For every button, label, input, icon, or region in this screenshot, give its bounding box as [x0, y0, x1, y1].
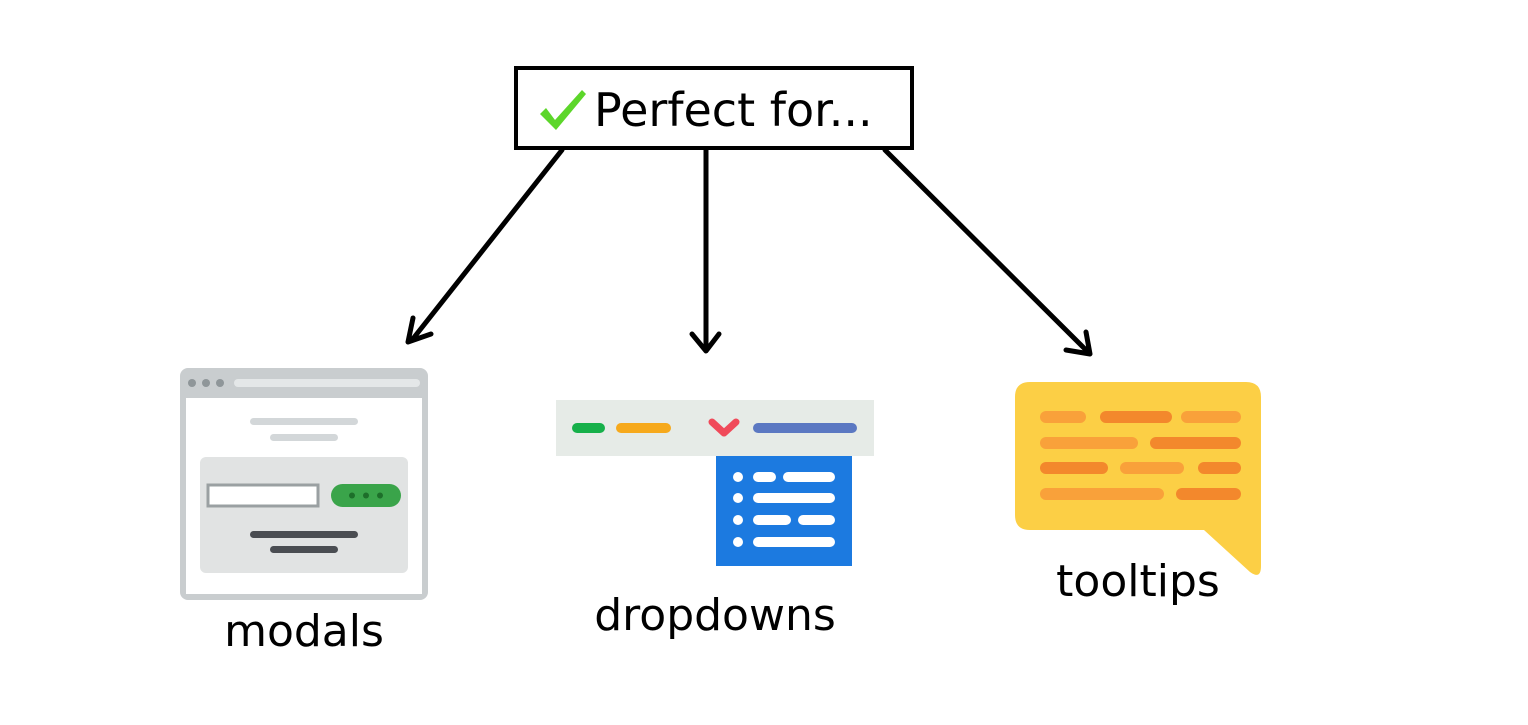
title-label: Perfect for... — [594, 83, 873, 137]
dropdown-menu-icon — [556, 400, 874, 566]
check-icon — [540, 90, 586, 130]
tooltips-label: tooltips — [1056, 556, 1220, 607]
dropdowns-label: dropdowns — [594, 590, 836, 641]
tooltip-bubble-icon — [1015, 382, 1261, 575]
arrow-to-tooltips — [882, 147, 1093, 357]
arrow-to-dropdowns — [689, 147, 722, 354]
modal-window-icon — [180, 368, 428, 600]
arrow-to-modals — [405, 147, 565, 345]
modals-label: modals — [224, 606, 384, 657]
title-box — [514, 66, 914, 150]
